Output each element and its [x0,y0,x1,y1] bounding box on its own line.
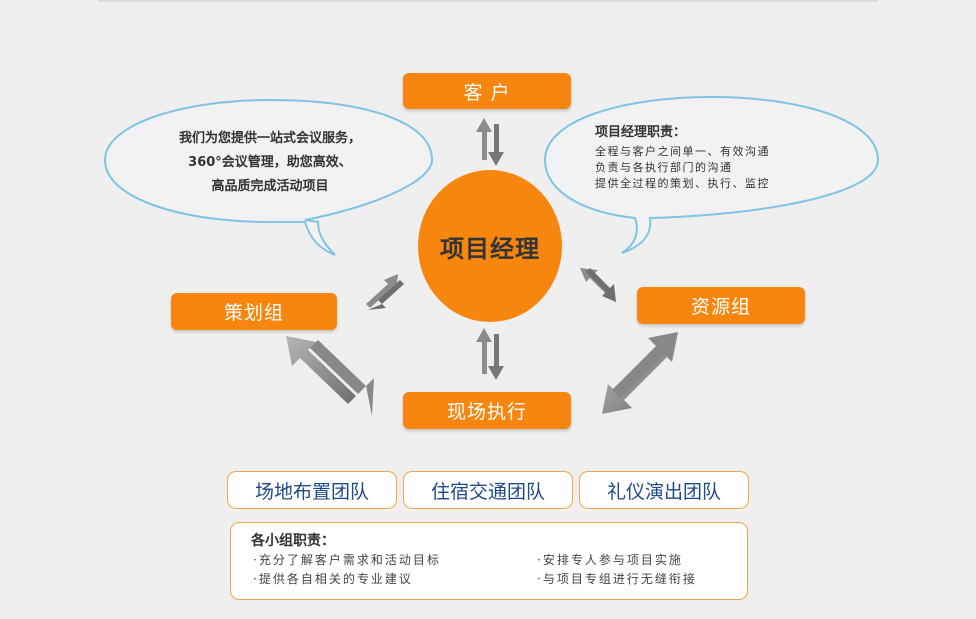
right-speech-bubble [543,95,880,254]
project-manager-node: 项目经理 [418,170,562,322]
center-onsite-arrows [476,328,504,380]
left-speech-bubble [103,98,434,256]
team-box: 住宿交通团队 [403,471,573,509]
onsite-resources-arrows [602,332,678,414]
left-bubble-line: 我们为您提供一站式会议服务， [178,131,361,146]
right-bubble-line: 负责与各执行部门的沟通 [595,161,733,174]
center-planning-arrows [366,274,404,310]
top-divider [98,0,878,2]
right-bubble-title: 项目经理职责： [595,125,687,140]
planning-node: 策划组 [171,293,337,330]
onsite-node: 现场执行 [403,392,571,429]
duty-item: ·提供各自相关的专业建议 [253,572,413,586]
team-box: 场地布置团队 [227,471,397,509]
resources-node: 资源组 [637,287,805,324]
team-box: 礼仪演出团队 [579,471,749,509]
duties-box: 各小组职责： ·充分了解客户需求和活动目标 ·安排专人参与项目实施 ·提供各自相… [230,522,748,600]
client-node: 客 户 [403,73,571,109]
duty-item: ·与项目专组进行无缝衔接 [537,572,697,586]
duties-title: 各小组职责： [251,533,335,549]
right-bubble-line: 提供全过程的策划、执行、监控 [595,177,770,190]
center-resources-arrows [580,268,616,302]
planning-onsite-arrows [286,336,374,416]
left-bubble-line: 高品质完成活动项目 [211,179,329,194]
left-bubble-text: 我们为您提供一站式会议服务， 360°会议管理，助您高效、 高品质完成活动项目 [140,127,400,199]
duty-item: ·安排专人参与项目实施 [537,553,683,567]
client-center-arrows [476,118,504,166]
duty-item: ·充分了解客户需求和活动目标 [253,553,441,567]
right-bubble-line: 全程与客户之间单一、有效沟通 [595,145,770,158]
left-bubble-line: 360°会议管理，助您高效、 [188,155,352,170]
right-bubble-text: 项目经理职责： 全程与客户之间单一、有效沟通 负责与各执行部门的沟通 提供全过程… [595,121,855,192]
